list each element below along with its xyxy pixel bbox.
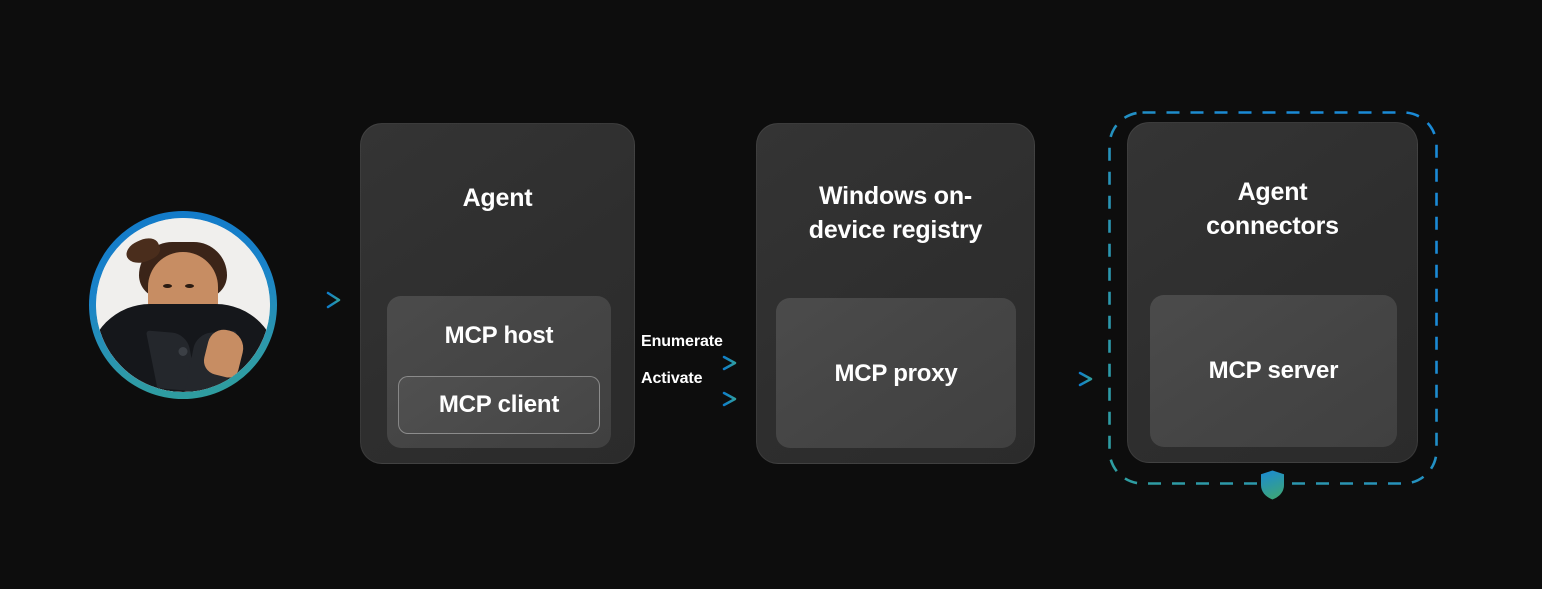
agent-card-title: Agent: [462, 184, 533, 212]
avatar: [96, 218, 270, 392]
mcp-client-label: MCP client: [438, 391, 560, 418]
user-avatar: [89, 211, 277, 399]
avatar-shirt-button: [178, 347, 188, 356]
avatar-eye-right: [185, 284, 194, 288]
agent-connectors-card-title: Agent connectors: [1128, 175, 1417, 243]
mcp-host-box[interactable]: MCP host MCP client: [387, 296, 611, 448]
windows-registry-card-title: Windows on- device registry: [757, 179, 1034, 247]
mcp-server-label: MCP server: [1208, 357, 1339, 384]
arrow-user-to-agent: [286, 291, 341, 309]
agent-connectors-card[interactable]: Agent connectors MCP server: [1127, 122, 1418, 463]
registry-title-line-2: device registry: [808, 216, 983, 244]
connectors-title-line-2: connectors: [1206, 212, 1339, 240]
agent-card[interactable]: Agent MCP host MCP client: [360, 123, 635, 464]
avatar-eye-left: [163, 284, 172, 288]
arrow-activate: [641, 391, 737, 407]
user-avatar-photo: [96, 218, 270, 392]
mcp-proxy-box[interactable]: MCP proxy: [776, 298, 1016, 448]
arrow-enumerate: [641, 355, 737, 371]
mcp-host-label: MCP host: [444, 322, 554, 349]
enumerate-label: Enumerate: [641, 333, 723, 350]
registry-title-line-1: Windows on-: [818, 182, 973, 210]
shield-icon: [1261, 470, 1284, 500]
mcp-proxy-label: MCP proxy: [834, 360, 958, 387]
connectors-title-line-1: Agent: [1237, 178, 1308, 206]
activate-label: Activate: [641, 370, 703, 387]
mcp-server-box[interactable]: MCP server: [1150, 295, 1397, 447]
shield-icon-wrapper: [1260, 470, 1285, 500]
arrow-registry-to-connectors: [1040, 371, 1093, 387]
mcp-client-box[interactable]: MCP client: [398, 376, 600, 434]
windows-registry-card[interactable]: Windows on- device registry MCP proxy: [756, 123, 1035, 464]
